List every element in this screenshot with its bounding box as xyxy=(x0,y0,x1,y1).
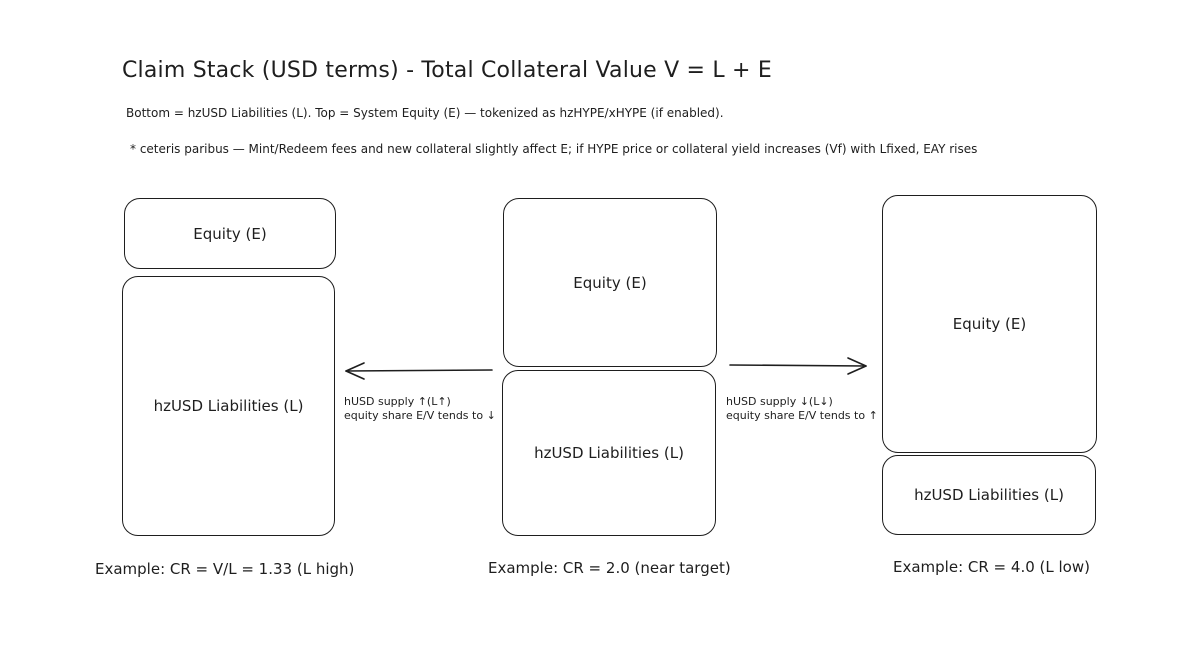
stack-3-liabilities-label: hzUSD Liabilities (L) xyxy=(914,486,1064,504)
diagram-title: Claim Stack (USD terms) - Total Collater… xyxy=(122,58,772,83)
stack-2-caption: Example: CR = 2.0 (near target) xyxy=(488,559,731,577)
right-arrow xyxy=(729,357,867,375)
left-arrow-note-line-1: hUSD supply ↑(L↑) xyxy=(344,395,451,408)
stack-1-liabilities-label: hzUSD Liabilities (L) xyxy=(153,397,304,415)
stack-2-liabilities-label: hzUSD Liabilities (L) xyxy=(534,444,684,462)
stack-3-liabilities-box: hzUSD Liabilities (L) xyxy=(882,455,1096,535)
stack-2-equity-box: Equity (E) xyxy=(503,198,717,367)
stack-2-equity-label: Equity (E) xyxy=(573,273,647,292)
stack-2-liabilities-box: hzUSD Liabilities (L) xyxy=(502,370,716,536)
ceteris-paribus-note: * ceteris paribus — Mint/Redeem fees and… xyxy=(130,142,978,156)
right-arrow-note: hUSD supply ↓(L↓) equity share E/V tends… xyxy=(726,395,878,423)
stack-1-caption: Example: CR = V/L = 1.33 (L high) xyxy=(95,560,355,578)
stack-1-equity-box: Equity (E) xyxy=(124,198,336,269)
stack-3-equity-box: Equity (E) xyxy=(882,195,1097,453)
left-arrow-note: hUSD supply ↑(L↑) equity share E/V tends… xyxy=(344,395,496,423)
description-note: Bottom = hzUSD Liabilities (L). Top = Sy… xyxy=(126,106,724,120)
stack-3-caption: Example: CR = 4.0 (L low) xyxy=(893,558,1090,576)
right-arrow-note-line-1: hUSD supply ↓(L↓) xyxy=(726,395,833,408)
stack-3-equity-label: Equity (E) xyxy=(952,315,1027,333)
left-arrow xyxy=(345,362,493,380)
stack-1-liabilities-box: hzUSD Liabilities (L) xyxy=(122,276,335,536)
left-arrow-note-line-2: equity share E/V tends to ↓ xyxy=(344,409,496,422)
stack-1-equity-label: Equity (E) xyxy=(193,224,267,243)
right-arrow-note-line-2: equity share E/V tends to ↑ xyxy=(726,409,878,422)
